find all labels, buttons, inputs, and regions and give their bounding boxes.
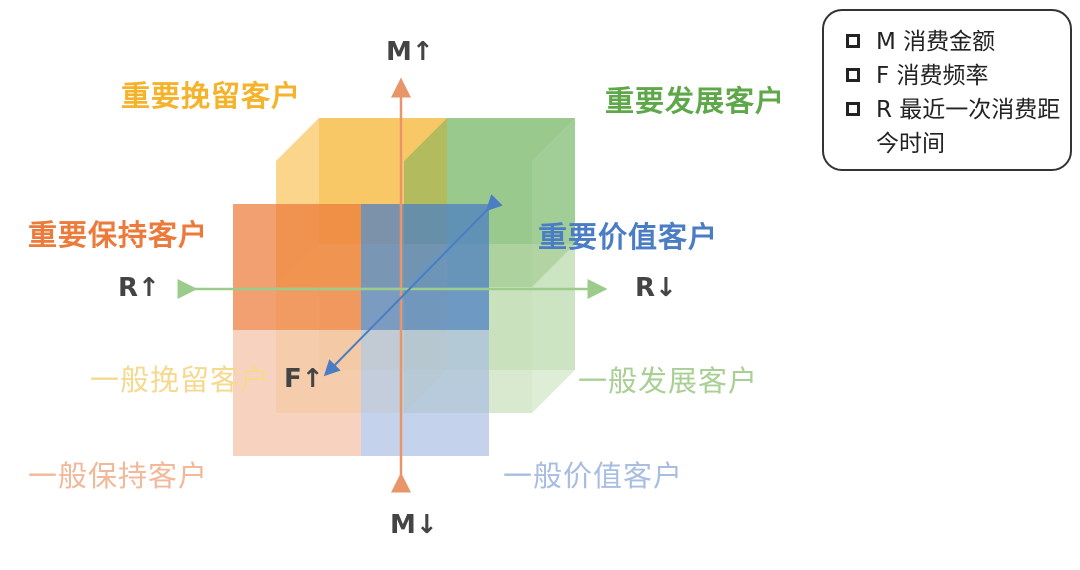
legend-item-r: R 最近一次消费距今时间 [846,93,1070,161]
axis-label-m-down: M↓ [390,510,438,540]
legend-item-label: R 最近一次消费距今时间 [876,97,1061,157]
legend-item-label: M 消费金额 [876,29,996,55]
axis-label-m-up: M↑ [386,37,434,67]
block-general-value-front [361,330,489,456]
label-important-value: 重要价值客户 [538,220,719,254]
f-axis [323,194,503,377]
axis-label-r-down: R↓ [635,273,677,303]
legend-item-label: F 消费频率 [876,63,989,89]
cube-blocks [233,118,575,456]
label-general-retain: 一般挽留客户 [90,363,271,397]
checkbox-icon [846,102,860,116]
block-important-value-front [361,204,489,330]
axis-label-r-up: R↑ [118,273,160,303]
label-general-maintain: 一般保持客户 [28,459,209,493]
checkbox-icon [846,68,860,82]
legend-box: M 消费金额 F 消费频率 R 最近一次消费距今时间 [822,9,1072,171]
label-general-value: 一般价值客户 [503,459,684,493]
block-important-develop-side [532,118,575,287]
axis-label-f-up: F↑ [284,364,324,394]
block-important-maintain-front [233,204,361,330]
block-important-develop-top [404,118,575,161]
legend-item-m: M 消费金额 [846,25,1070,59]
label-important-retain: 重要挽留客户 [121,79,302,113]
legend-item-f: F 消费频率 [846,59,1070,93]
label-important-develop: 重要发展客户 [605,84,786,118]
checkbox-icon [846,34,860,48]
label-general-develop: 一般发展客户 [578,364,759,398]
axes [177,77,608,493]
label-important-maintain: 重要保持客户 [28,218,209,252]
